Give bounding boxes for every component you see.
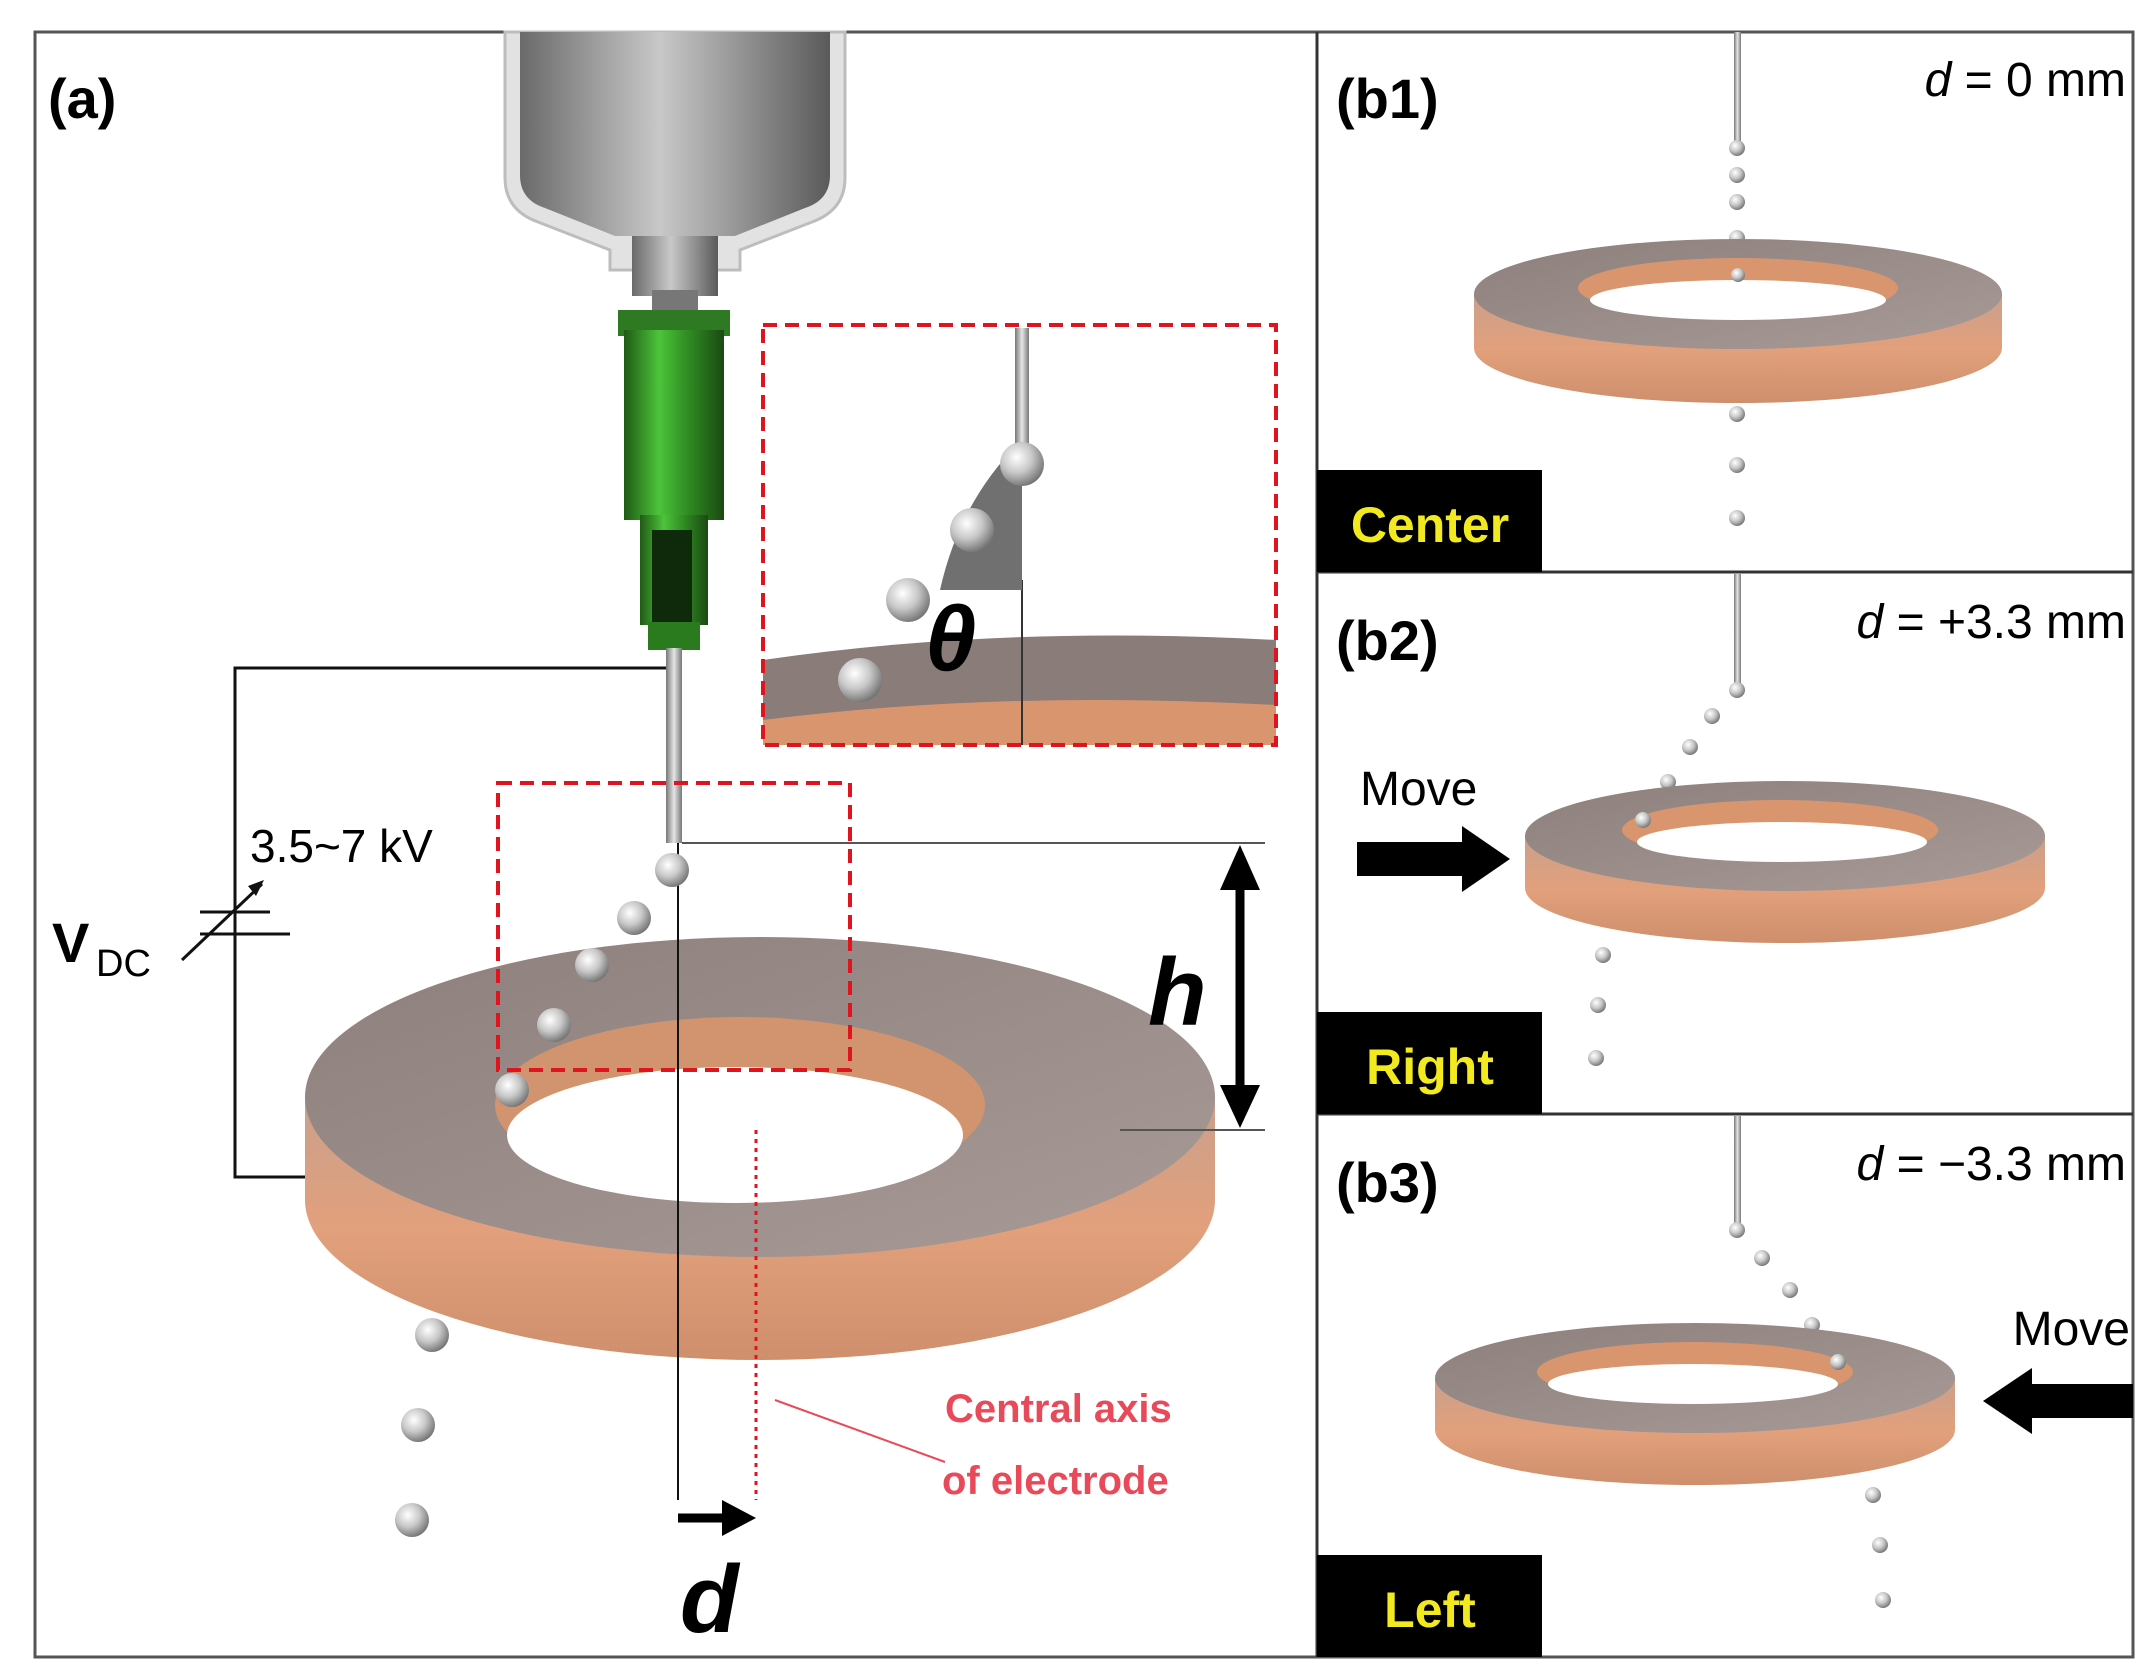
badge-left-text: Left: [1384, 1582, 1476, 1638]
badge-right: [1317, 1012, 1542, 1114]
theta-label: θ: [925, 588, 976, 690]
axis-annotation-line2: of electrode: [942, 1459, 1169, 1503]
panel-b3-distance: d = −3.3 mm: [1857, 1138, 2126, 1191]
droplets-b3-above: [1729, 1222, 1820, 1333]
d-label: d: [680, 1546, 741, 1653]
badge-center-text: Center: [1351, 497, 1509, 553]
theta-inset: θ: [761, 323, 1278, 747]
droplets-b2-below: [1588, 947, 1611, 1066]
h-label: h: [1148, 939, 1207, 1046]
badge-center: [1317, 470, 1542, 572]
axis-annotation-line1: Central axis: [945, 1387, 1172, 1431]
syringe: [503, 30, 847, 320]
dc-source-symbol: [180, 880, 290, 962]
panel-b3-label: (b3): [1336, 1151, 1439, 1214]
droplets-a: [395, 853, 689, 1537]
droplets-b1-below: [1729, 406, 1745, 526]
zoom-region-box: [496, 781, 852, 1072]
droplets-b1-above: [1729, 140, 1745, 246]
move-arrow-right: [1357, 826, 1510, 892]
voltage-range: 3.5~7 kV: [250, 820, 433, 872]
d-arrow: [678, 1500, 756, 1536]
droplets-b2-above: [1660, 682, 1745, 790]
panel-a-label: (a): [48, 67, 116, 130]
panel-b2-distance: d = +3.3 mm: [1857, 596, 2126, 649]
panel-b2: (b2) d = +3.3 mm Move Right: [1317, 574, 2126, 1114]
panel-b3: (b3) d = −3.3 mm Move Left: [1317, 1116, 2133, 1657]
panel-a: (a) V DC 3.5~7 kV: [48, 30, 1278, 1653]
ring-electrode: [305, 937, 1215, 1360]
needle-b3: [1734, 1116, 1741, 1224]
voltage-symbol: V: [52, 911, 89, 974]
droplets-b3-below: [1865, 1487, 1891, 1608]
h-arrow: [1220, 845, 1260, 1128]
panel-b1-label: (b1): [1336, 67, 1439, 130]
panel-b1: (b1) d = 0 mm Center: [1317, 32, 2126, 572]
needle: [666, 648, 682, 843]
nozzle-hub: [618, 310, 730, 650]
ring-b3: [1435, 1323, 1955, 1485]
ring-b2: [1525, 781, 2045, 943]
move-arrow-left: [1983, 1368, 2133, 1434]
move-label-b2: Move: [1360, 763, 1477, 816]
move-label-b3: Move: [2013, 1303, 2130, 1356]
needle-b1: [1734, 32, 1741, 142]
panel-b1-distance: d = 0 mm: [1925, 54, 2126, 107]
figure-frame: [33, 30, 2135, 1659]
badge-left: [1317, 1555, 1542, 1657]
ring-b1: [1474, 239, 2002, 403]
panel-b2-label: (b2): [1336, 609, 1439, 672]
badge-right-text: Right: [1366, 1039, 1494, 1095]
needle-b2: [1734, 574, 1741, 684]
circuit-wire: [233, 666, 666, 1179]
voltage-subscript: DC: [96, 943, 151, 985]
axis-annotation-leader: [774, 1399, 946, 1463]
